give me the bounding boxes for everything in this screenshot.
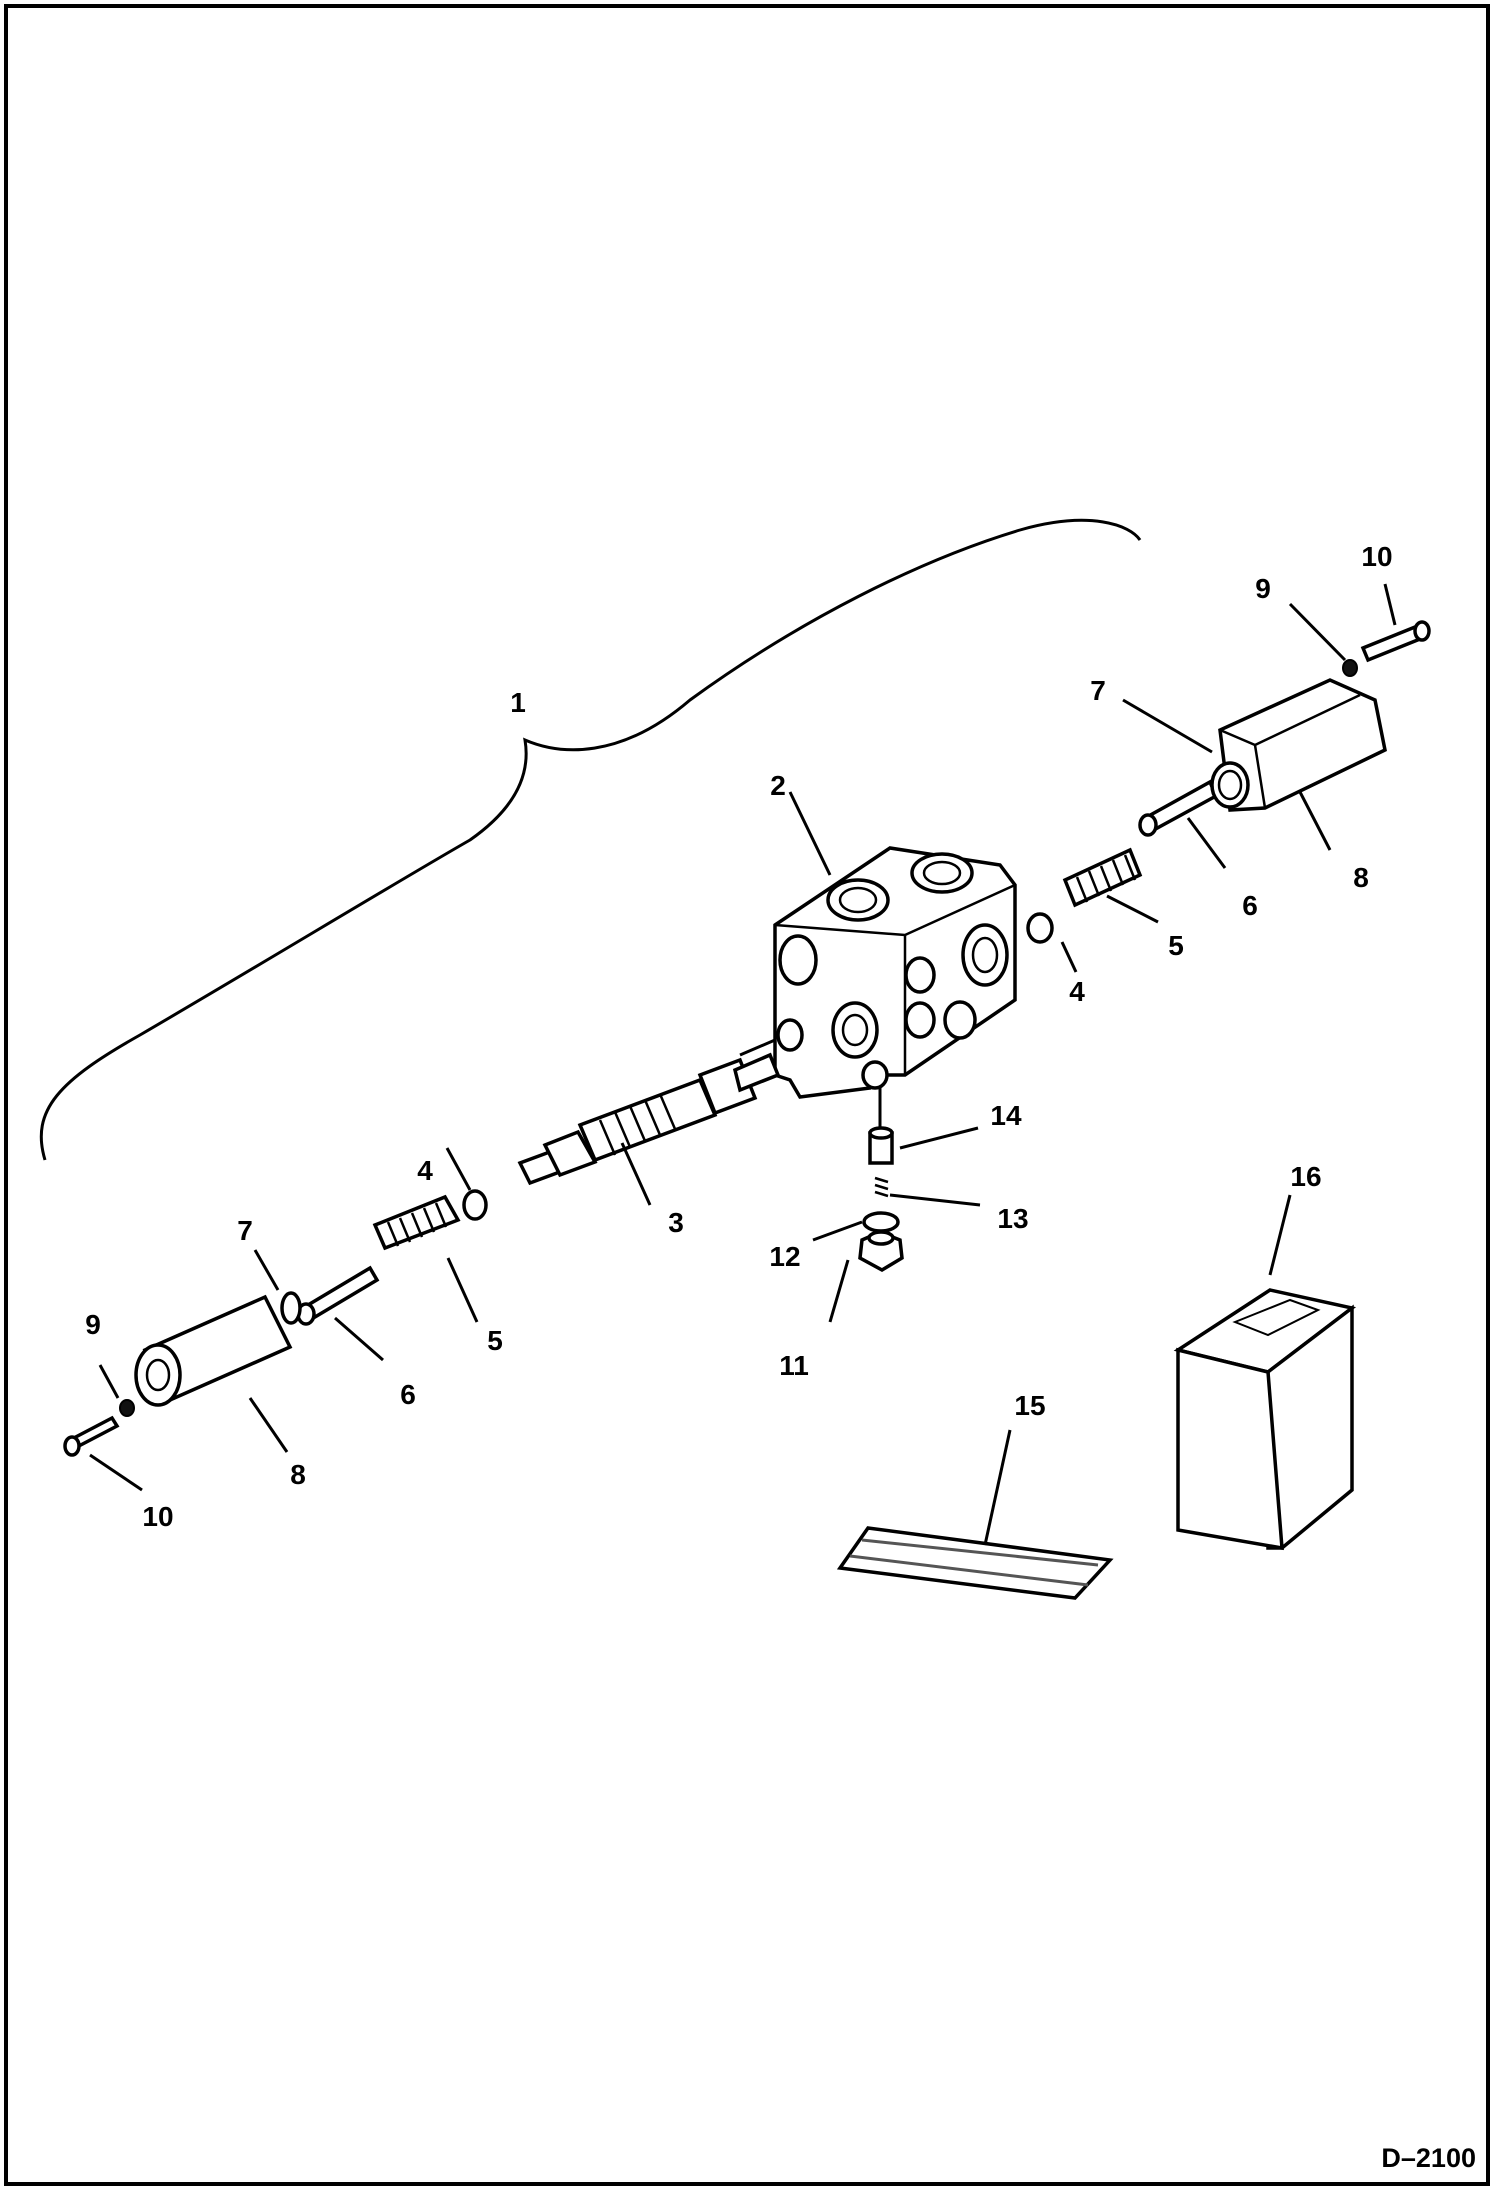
- washer-right: [1342, 659, 1358, 677]
- cap-left: [134, 1294, 293, 1407]
- washer-left: [119, 1399, 135, 1417]
- spring-left: [372, 1194, 461, 1251]
- check-spring: [874, 1176, 889, 1198]
- instruction-sheet: [836, 1526, 1114, 1600]
- seal-left: [462, 1189, 488, 1221]
- spring-right: [1062, 847, 1143, 908]
- callout-seal-left: 4: [417, 1155, 433, 1186]
- callout-plug: 11: [779, 1350, 809, 1381]
- callout-guide-right: 6: [1242, 890, 1258, 921]
- callout-spring-left: 5: [487, 1325, 503, 1356]
- callout-cap-left: 8: [290, 1459, 306, 1490]
- cap-right: [1210, 678, 1387, 812]
- plug-oring: [862, 1211, 900, 1233]
- callout-washer-right: 9: [1255, 573, 1271, 604]
- drawing-border: [4, 4, 1490, 2186]
- leader-lines: [89, 583, 1397, 1546]
- callout-bolt-left: 10: [142, 1501, 173, 1532]
- spring-guide-right: [1138, 779, 1219, 837]
- callout-spool: 3: [668, 1207, 684, 1238]
- callout-instruction-sheet: 15: [1014, 1390, 1045, 1421]
- callout-check-spring: 13: [997, 1203, 1028, 1234]
- assembly-brace: [39, 518, 1142, 1161]
- callout-oring-right: 7: [1090, 675, 1106, 706]
- callout-bolt-right: 10: [1361, 541, 1392, 572]
- plug: [858, 1230, 904, 1273]
- check-poppet: [868, 1126, 894, 1165]
- callout-kit-box: 16: [1290, 1161, 1321, 1192]
- drawing-code: D–2100: [1381, 2143, 1476, 2173]
- callout-assembly: 1: [510, 687, 526, 718]
- kit-box: [1173, 1288, 1357, 1551]
- seal-right: [1026, 912, 1054, 944]
- callout-washer-left: 9: [85, 1309, 101, 1340]
- oring-right: [1217, 769, 1243, 801]
- callout-spring-right: 5: [1168, 930, 1184, 961]
- callout-check-poppet: 14: [990, 1100, 1022, 1131]
- bolt-left: [63, 1415, 120, 1457]
- callout-plug-oring: 12: [769, 1241, 800, 1272]
- bolt-right: [1360, 620, 1431, 663]
- callout-oring-left: 7: [237, 1215, 253, 1246]
- spool: [517, 1038, 781, 1186]
- spring-guide-left: [296, 1265, 380, 1326]
- oring-left: [280, 1291, 302, 1325]
- valve-section: [773, 846, 1017, 1099]
- callout-guide-left: 6: [400, 1379, 416, 1410]
- callout-cap-right: 8: [1353, 862, 1369, 893]
- callout-valve-section: 2: [770, 770, 786, 801]
- callout-seal-right: 4: [1069, 976, 1085, 1007]
